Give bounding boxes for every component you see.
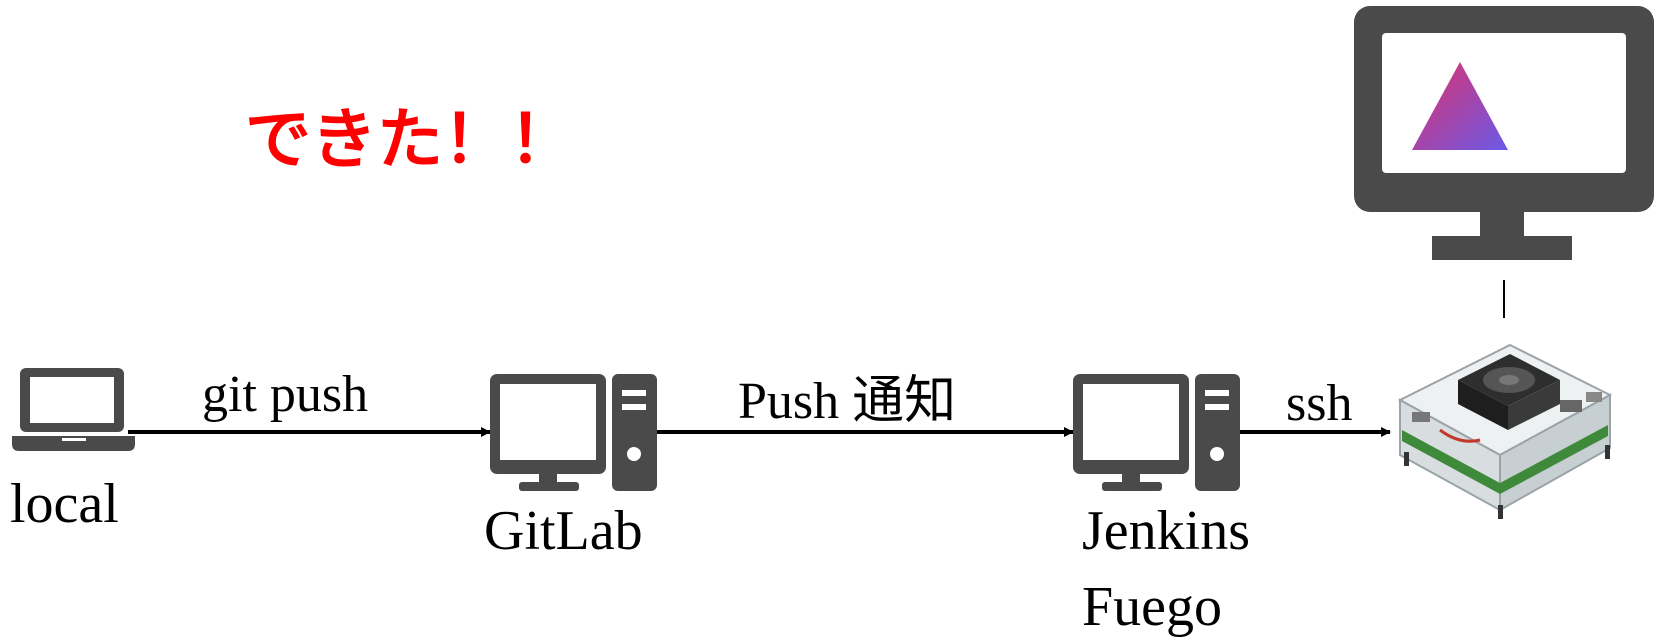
jenkins-label: Jenkins xyxy=(1082,500,1250,562)
gitlab-label: GitLab xyxy=(484,500,643,562)
edge-label-ssh: ssh xyxy=(1286,375,1352,432)
edge-label-git-push: git push xyxy=(202,366,368,423)
rcar-board-image xyxy=(1397,343,1613,519)
fuego-label: Fuego xyxy=(1082,576,1222,637)
jenkins-server-icon xyxy=(1073,374,1240,491)
local-label: local xyxy=(10,473,119,535)
headline-text: できた！！ xyxy=(245,101,575,178)
gradient-triangle-logo xyxy=(1412,62,1508,150)
gitlab-server-icon xyxy=(490,374,657,491)
edge-label-push-notification: Push 通知 xyxy=(738,373,956,430)
laptop-icon xyxy=(12,368,135,451)
monitor-icon xyxy=(1354,6,1654,260)
